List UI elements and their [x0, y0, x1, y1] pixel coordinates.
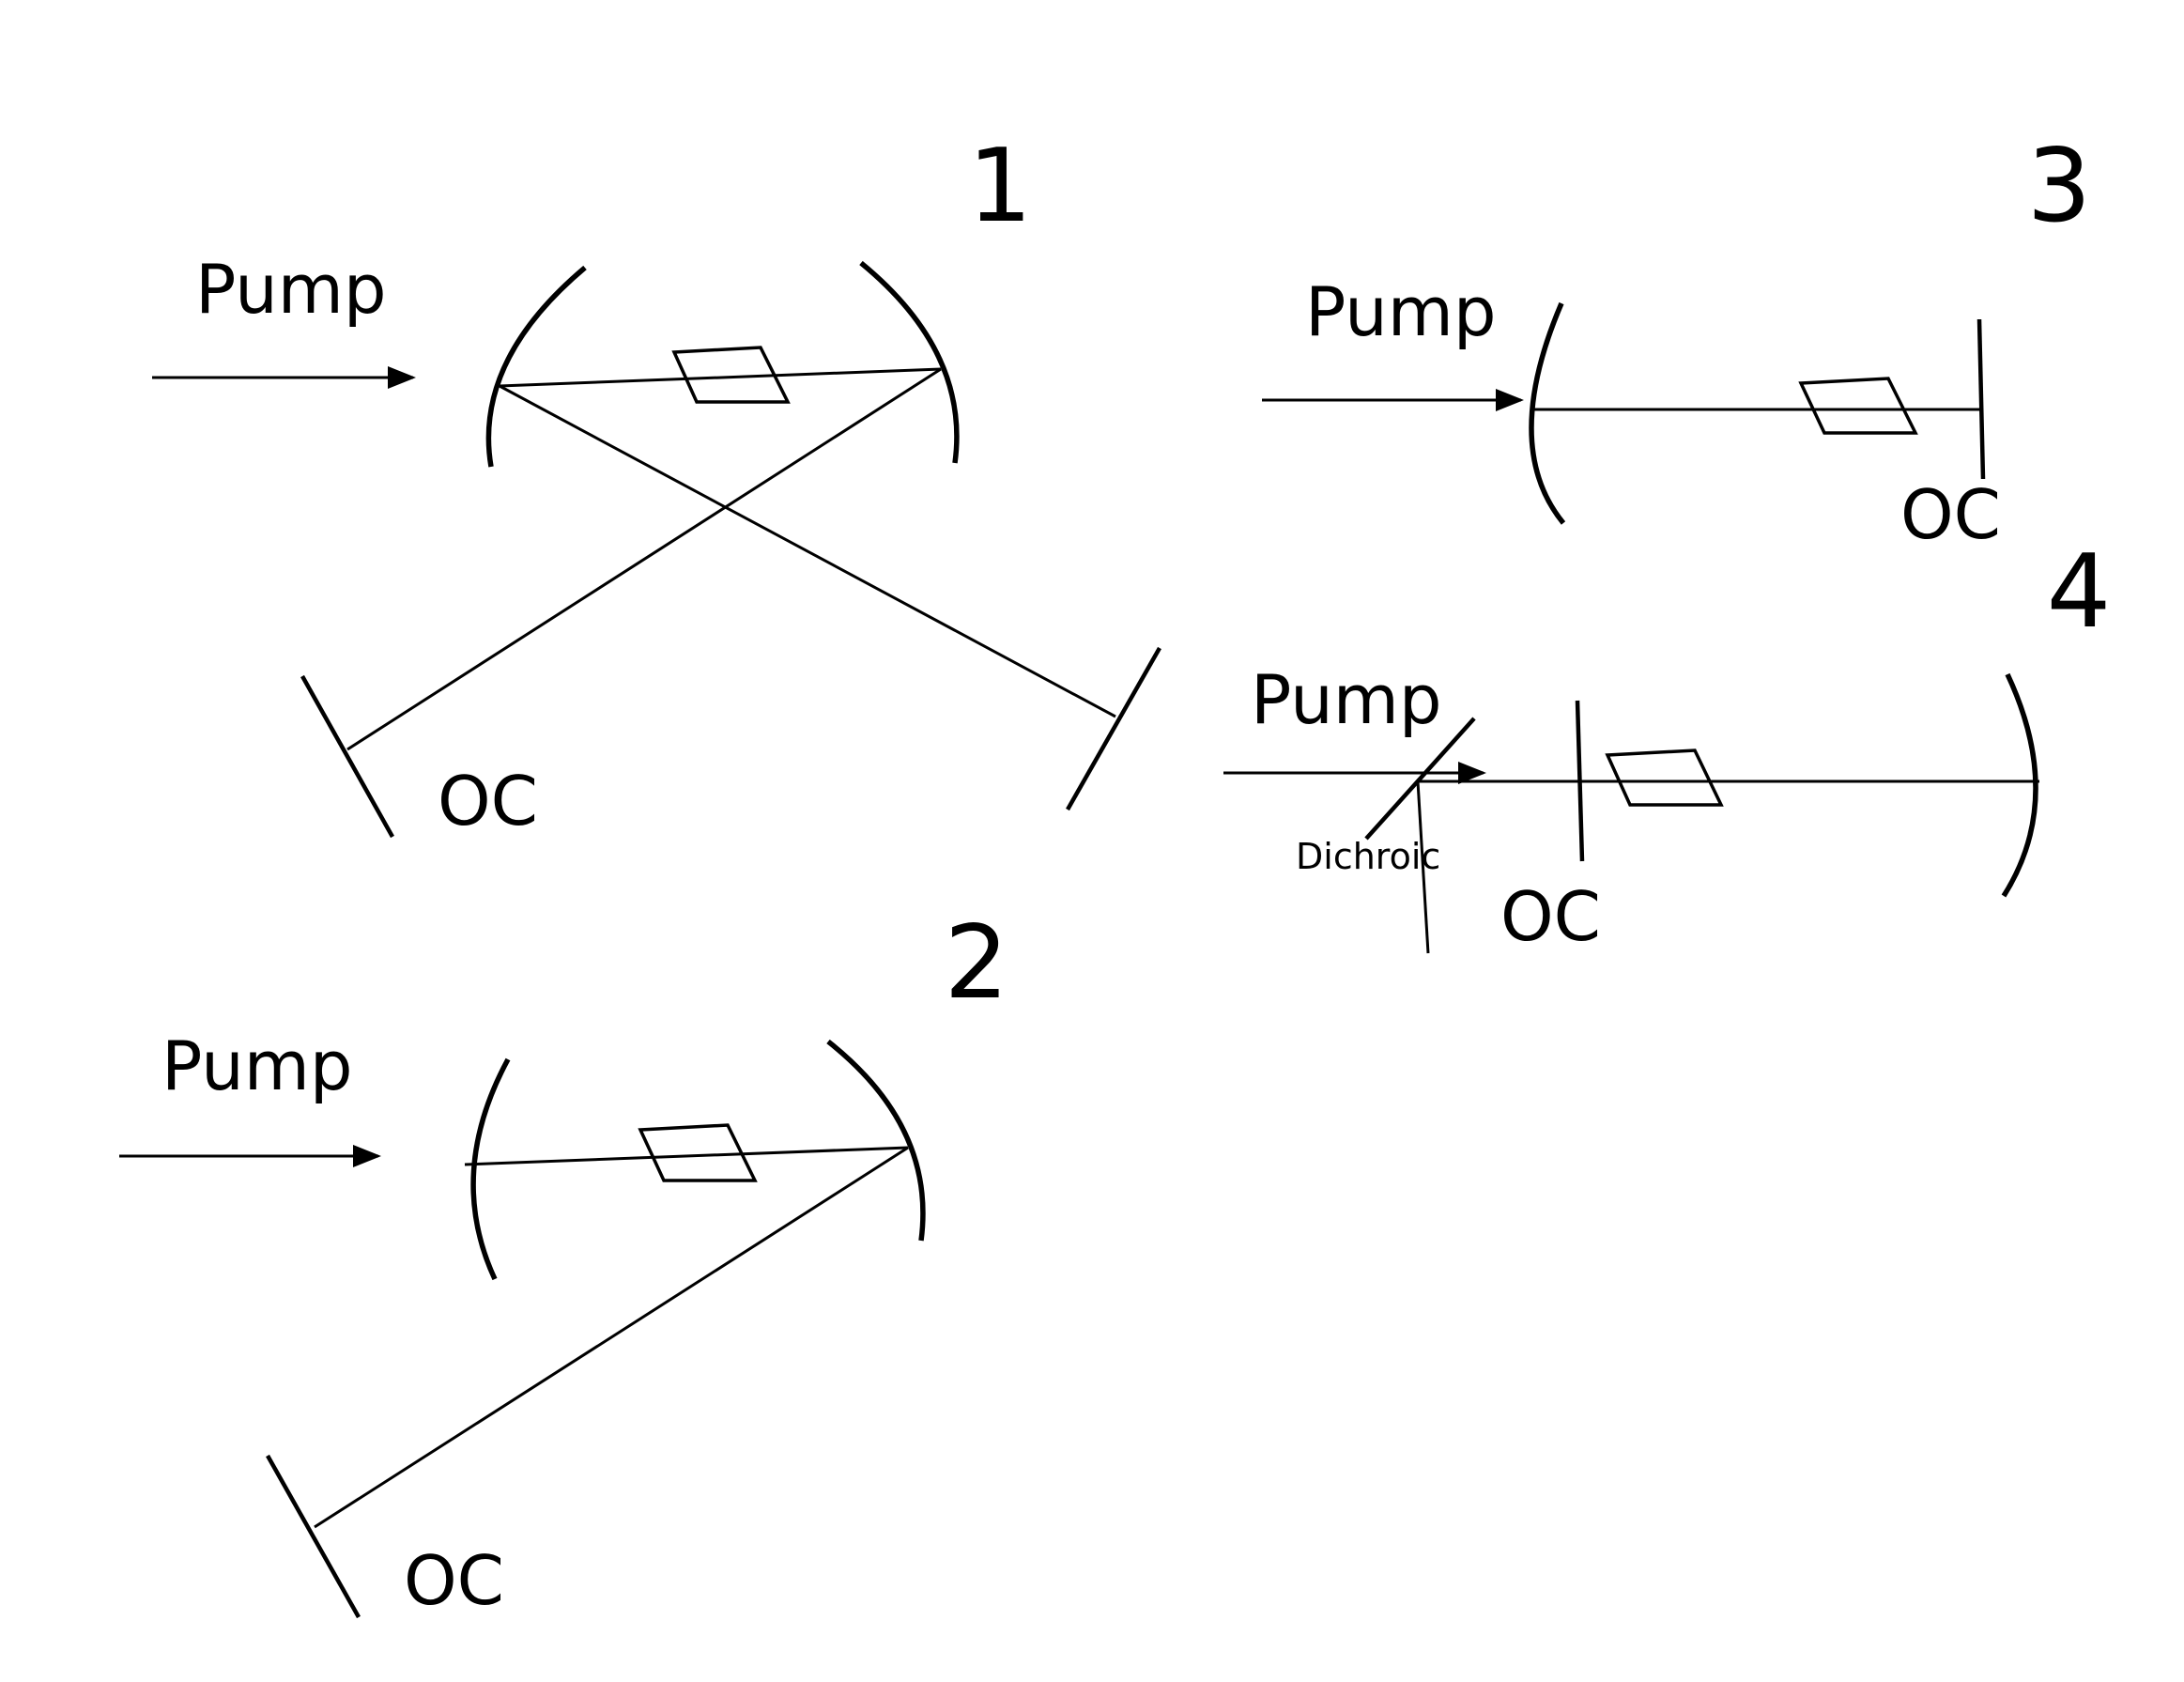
diagram-2-left-curved-mirror [470, 1057, 511, 1281]
diagram-2-number: 2 [945, 904, 1009, 1022]
diagram-4-number: 4 [2047, 533, 2112, 651]
diagram-1-beam-to-end-mirror [499, 384, 1116, 718]
diagram-2-pump-label: Pump [161, 1026, 353, 1105]
diagram-3-number: 3 [2027, 128, 2092, 245]
diagram-4-dichroic-output-beam [1416, 780, 1430, 954]
diagram-1-number: 1 [968, 128, 1033, 245]
diagram-2-right-curved-mirror [826, 1039, 926, 1242]
diagram-3-oc-label: OC [1900, 475, 2001, 554]
diagram-1-oc-label: OC [438, 762, 538, 841]
diagram-1-left-curved-mirror [485, 265, 587, 468]
diagram-1-right-curved-mirror [859, 260, 960, 464]
diagram-3-gain-crystal [1798, 377, 1918, 435]
diagram-1-pump-label: Pump [195, 250, 387, 329]
diagram-2-beam-to-oc [314, 1146, 909, 1529]
diagram-1: 1 Pump OC [152, 128, 1161, 841]
diagram-4-oc-label: OC [1500, 877, 1601, 956]
diagram-1-beam-top [499, 367, 942, 388]
diagram-4-pump-label: Pump [1251, 660, 1442, 739]
diagram-4-dichroic-mirror [1364, 717, 1476, 841]
diagram-3: 3 Pump OC [1262, 128, 2091, 554]
diagram-4: 4 Pump Dichroic OC [1223, 533, 2111, 956]
diagram-2-gain-crystal [638, 1123, 758, 1182]
diagram-1-end-mirror [1066, 646, 1161, 811]
diagram-1-beam-to-oc [346, 367, 942, 751]
diagram-1-gain-crystal [671, 346, 791, 404]
diagram-3-output-coupler [1976, 318, 1986, 480]
diagram-3-pump-label: Pump [1305, 272, 1497, 351]
diagram-2: 2 Pump OC [119, 904, 1008, 1620]
diagram-1-output-coupler [300, 674, 394, 839]
diagram-2-beam-top [464, 1146, 909, 1166]
diagram-3-curved-mirror [1529, 301, 1566, 525]
diagram-2-oc-label: OC [404, 1541, 504, 1620]
diagram-4-curved-mirror [2001, 672, 2038, 898]
diagram-4-gain-crystal [1605, 748, 1724, 807]
diagram-4-dichroic-label: Dichroic [1296, 836, 1440, 877]
diagram-2-output-coupler [266, 1454, 361, 1619]
